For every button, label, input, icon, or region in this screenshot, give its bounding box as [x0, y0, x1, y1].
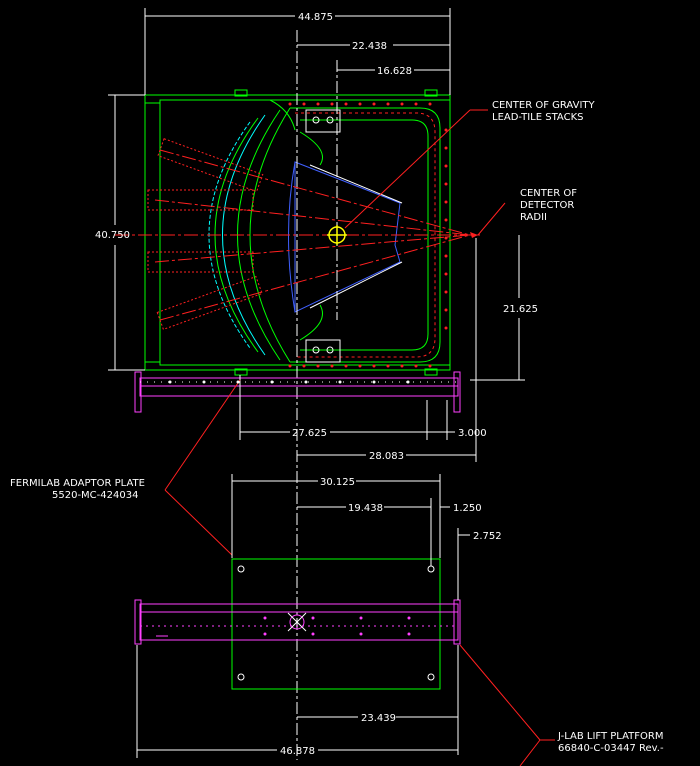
frame-bolt [330, 364, 334, 368]
dim-platform-length: 46.878 [280, 746, 315, 757]
platform-bolt [407, 616, 411, 620]
center-of-gravity-mark [327, 225, 347, 245]
frame-bolt [414, 102, 418, 106]
dim-end-offset: 3.000 [458, 428, 487, 439]
frame-bolt [444, 272, 448, 276]
note-detector-line2: DETECTOR [520, 200, 574, 211]
rail-bolt [236, 380, 240, 384]
frame-bolt [344, 102, 348, 106]
platform-bolt [359, 632, 363, 636]
frame-bolt [344, 364, 348, 368]
frame-bolt [302, 364, 306, 368]
note-detector-line1: CENTER OF [520, 188, 577, 199]
dim-detector-height: 21.625 [503, 304, 538, 315]
bottom-notes: J-LAB LIFT PLATFORM 66840-C-03447 Rev.- [459, 644, 664, 766]
rail-bolt [304, 380, 308, 384]
frame-bolt [358, 102, 362, 106]
platform-bolt [263, 616, 267, 620]
detector-wedge [288, 161, 403, 313]
frame-bolt [444, 326, 448, 330]
bottom-dimensions: 30.125 19.438 1.250 2.752 23.439 46.878 [136, 474, 502, 758]
frame-bolt [386, 364, 390, 368]
frame-bolt [330, 102, 334, 106]
dim-plate-edge: 1.250 [453, 503, 482, 514]
frame-bolt [358, 364, 362, 368]
adaptor-plate [231, 558, 441, 690]
dim-platform-half: 23.439 [361, 713, 396, 724]
frame-bolt [444, 236, 448, 240]
dim-overall-width: 44.875 [298, 12, 333, 23]
frame-bolt [372, 364, 376, 368]
frame-bolt [444, 128, 448, 132]
frame-bolt [316, 102, 320, 106]
note-jlab-line1: J-LAB LIFT PLATFORM [557, 731, 663, 742]
frame-bolt [444, 164, 448, 168]
frame-bolt [428, 102, 432, 106]
note-jlab-line2: 66840-C-03447 Rev.- [558, 743, 664, 754]
rail-bolt [168, 380, 172, 384]
platform-bolt [311, 632, 315, 636]
note-cog-line1: CENTER OF GRAVITY [492, 100, 596, 111]
frame-bolt [372, 102, 376, 106]
frame-bolt [444, 182, 448, 186]
frame-bolt [444, 146, 448, 150]
mount-blocks [299, 109, 341, 363]
dim-adaptor-span: 27.625 [292, 428, 327, 439]
frame-bolt [444, 218, 448, 222]
platform-bolt [359, 616, 363, 620]
bolt-holes [168, 102, 448, 636]
dim-overall-height: 40.750 [95, 230, 130, 241]
frame-bolt [400, 364, 404, 368]
dim-platform-edge: 2.752 [473, 531, 502, 542]
lift-platform [134, 599, 461, 645]
frame-bolt [302, 102, 306, 106]
frame-bolt [444, 200, 448, 204]
lead-tile-stacks [147, 138, 264, 331]
note-detector-line3: RADII [520, 212, 547, 223]
rail-bolt [270, 380, 274, 384]
platform-center-mark [287, 612, 307, 632]
rail-bolt [406, 380, 410, 384]
rail-bolt [372, 380, 376, 384]
platform-bolt [311, 616, 315, 620]
platform-bolt [263, 632, 267, 636]
frame-bolt [444, 254, 448, 258]
note-fermilab-line2: 5520-MC-424034 [52, 490, 138, 501]
rail-bolt [338, 380, 342, 384]
top-dimensions: 44.875 22.438 16.628 40.750 21.625 27.62… [95, 8, 538, 462]
frame-bolt [444, 290, 448, 294]
frame-bolt [428, 364, 432, 368]
dim-half-width: 22.438 [352, 41, 387, 52]
frame-bolt [288, 364, 292, 368]
frame-bolt [400, 102, 404, 106]
frame-bolt [386, 102, 390, 106]
frame-bolt [288, 102, 292, 106]
top-rail [134, 371, 461, 413]
frame-bolt [414, 364, 418, 368]
dim-detector-span: 28.083 [369, 451, 404, 462]
top-notes: CENTER OF GRAVITY LEAD-TILE STACKS CENTE… [10, 100, 596, 556]
note-cog-line2: LEAD-TILE STACKS [492, 112, 583, 123]
frame-bolt [444, 308, 448, 312]
frame-bolt [316, 364, 320, 368]
dim-plate-width: 30.125 [320, 477, 355, 488]
dim-plate-half: 19.438 [348, 503, 383, 514]
dim-cg-offset: 16.628 [377, 66, 412, 77]
note-fermilab-line1: FERMILAB ADAPTOR PLATE [10, 478, 145, 489]
platform-bolt [407, 632, 411, 636]
center-lines [115, 30, 480, 760]
rail-bolt [202, 380, 206, 384]
